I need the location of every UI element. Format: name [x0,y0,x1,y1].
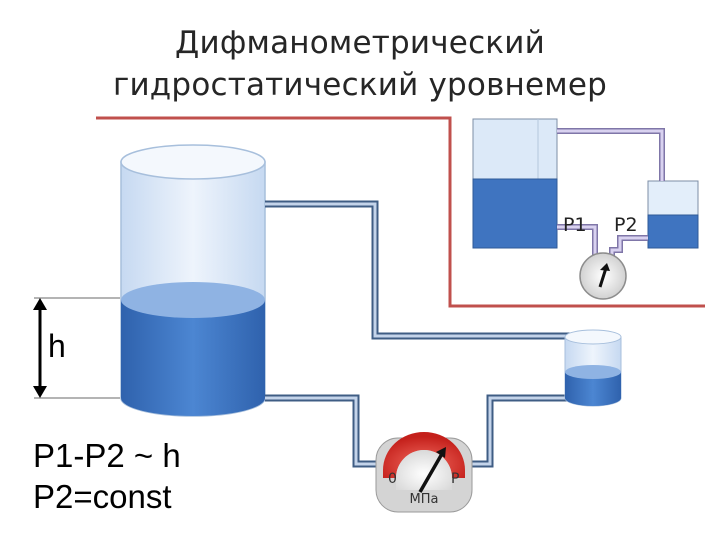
formula-line-2: P2=const [33,478,172,515]
main-tank [120,144,266,417]
inset-reference-liquid [647,214,699,249]
inset-gauge-needle [598,267,608,288]
pressure-gauge: 0 P МПа [375,432,473,513]
p1-label: P1 [563,214,587,236]
inset-tank-glass [472,118,558,180]
height-label: h [48,328,66,364]
height-dimension [33,297,120,399]
title-line-1: Дифманометрический [175,25,545,61]
gauge-unit: МПа [410,492,439,507]
reference-tank [564,329,622,407]
inset-schematic: P1 P2 [472,118,699,300]
gauge-max-mark: P [451,471,459,487]
reference-tank-liquid [565,372,621,406]
inset-tank-liquid [472,178,558,249]
title-line-2: гидростатический уровнемер [112,67,608,103]
gauge-red-scale [383,432,465,478]
p2-label: P2 [614,214,638,236]
formula-line-1: P1-P2 ~ h [33,437,181,474]
inset-border-line [96,116,705,308]
main-tank-liquid-surface [121,282,265,318]
slide-title: Дифманометрический гидростатический уров… [60,22,660,106]
main-tank-top-rim [120,144,266,180]
gauge-needle [418,451,445,493]
gauge-zero-mark: 0 [388,471,397,487]
main-tank-liquid [121,300,265,416]
